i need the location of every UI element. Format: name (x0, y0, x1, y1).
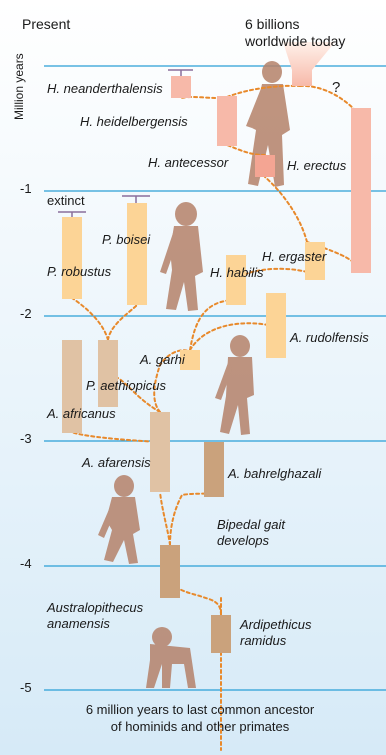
bar-erectus (351, 108, 371, 273)
extinct-label: extinct (47, 193, 85, 209)
bar-robustus (62, 217, 82, 299)
bar-anamensis (160, 545, 180, 598)
present-label: Present (22, 16, 70, 32)
bar-heidelbergensis (217, 96, 237, 146)
axis-title: Million years (12, 53, 26, 120)
label-antecessor: H. antecessor (148, 155, 228, 171)
label-afarensis: A. afarensis (82, 455, 151, 471)
axis-tick-4: -4 (20, 556, 32, 571)
bipedal-note: Bipedal gait develops (217, 517, 285, 549)
axis-tick-2: -2 (20, 306, 32, 321)
label-robustus: P. robustus (47, 264, 111, 280)
label-anamensis-line1: Australopithecus (47, 600, 143, 616)
label-habilis: H. habilis (210, 265, 263, 281)
world-population-line1: 6 billions (245, 16, 345, 33)
label-africanus: A. africanus (47, 406, 116, 422)
label-rudolfensis: A. rudolfensis (290, 330, 369, 346)
label-bahrelghazali: A. bahrelghazali (228, 466, 321, 482)
world-population-label: 6 billions worldwide today (245, 16, 345, 50)
footer-line1: 6 million years to last common ancestor (30, 701, 370, 718)
bipedal-note-line2: develops (217, 533, 285, 549)
axis-tick-1: -1 (20, 181, 32, 196)
label-heidelbergensis: H. heidelbergensis (80, 114, 188, 130)
label-ergaster: H. ergaster (262, 249, 326, 265)
label-neanderthalensis: H. neanderthalensis (47, 81, 163, 97)
label-anamensis-line2: anamensis (47, 616, 143, 632)
label-erectus: H. erectus (287, 158, 346, 174)
bar-neanderthalensis (171, 76, 191, 98)
bar-bahrelghazali (204, 442, 224, 497)
footer-line2: of hominids and other primates (30, 718, 370, 735)
bar-rudolfensis (266, 293, 286, 358)
bar-antecessor (255, 155, 275, 177)
label-garhi: A. garhi (140, 352, 185, 368)
bipedal-note-line1: Bipedal gait (217, 517, 285, 533)
axis-tick-5: -5 (20, 680, 32, 695)
label-aethiopicus: P. aethiopicus (86, 378, 166, 394)
bar-aethiopicus (98, 340, 118, 407)
world-population-line2: worldwide today (245, 33, 345, 50)
footer-note: 6 million years to last common ancestor … (30, 701, 370, 735)
label-ramidus-line1: Ardipethicus (240, 617, 312, 633)
label-ramidus-line2: ramidus (240, 633, 312, 649)
label-anamensis: Australopithecus anamensis (47, 600, 143, 632)
label-ramidus: Ardipethicus ramidus (240, 617, 312, 649)
label-boisei: P. boisei (102, 232, 150, 248)
bar-ramidus (211, 615, 231, 653)
bar-boisei (127, 203, 147, 305)
question-mark: ? (332, 80, 340, 96)
axis-tick-3: -3 (20, 431, 32, 446)
bar-afarensis (150, 412, 170, 492)
